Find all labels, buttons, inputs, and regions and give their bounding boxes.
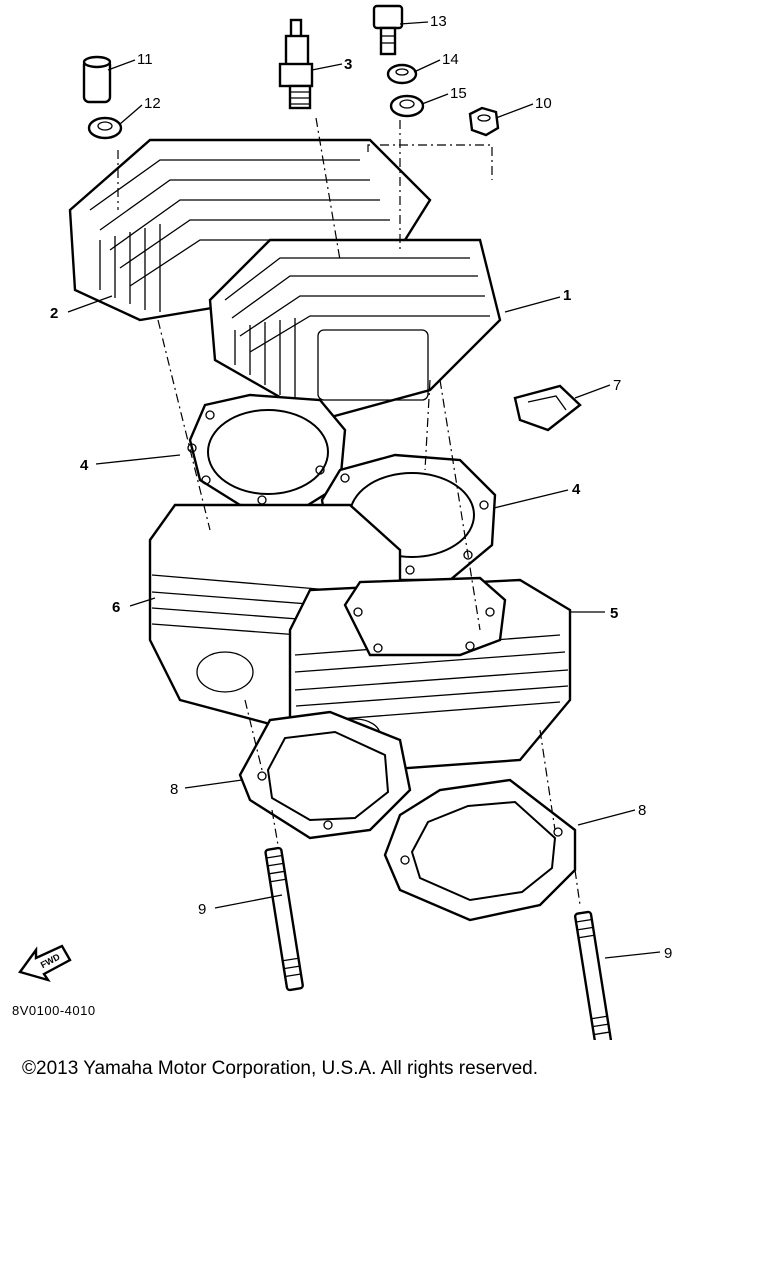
diagram-part-code: 8V0100-4010 [12,1003,96,1018]
callout-4-rear: 4 [80,457,89,474]
callout-2: 2 [50,305,58,322]
leader-lines [67,21,661,959]
part-15-washer [389,94,425,118]
callout-4-front: 4 [572,481,581,498]
part-3-spark-plug [278,18,314,110]
callout-10: 10 [535,95,552,112]
part-7-clip [513,384,582,432]
callout-7: 7 [613,377,621,394]
callout-11: 11 [137,51,153,68]
callout-9-right: 9 [664,945,672,962]
callout-9-left: 9 [198,901,206,918]
part-11-collar [82,55,112,104]
part-10-nut [468,106,500,137]
copyright-notice: ©2013 Yamaha Motor Corporation, U.S.A. A… [22,1058,538,1079]
callout-8-rear: 8 [170,781,178,798]
part-13-bolt [372,4,404,56]
part-9-stud-left [264,846,304,992]
callout-13: 13 [430,13,447,30]
part-14-lock-washer [386,63,418,85]
fwd-arrow-icon: FWD [18,944,72,983]
callout-12: 12 [144,95,161,112]
part-12-washer [87,116,123,140]
callout-1: 1 [563,287,571,304]
part-8-base-gasket-front [383,778,577,922]
part-5-cylinder [288,576,572,772]
callout-6: 6 [112,599,120,616]
part-9-stud-right [574,910,612,1040]
callout-5: 5 [610,605,618,622]
callout-8-front: 8 [638,802,646,819]
part-4-head-gasket-rear [187,393,347,512]
part-1-cylinder-head [208,238,502,422]
exploded-parts-diagram: 11 12 3 13 14 15 10 2 1 7 4 4 6 5 8 8 9 … [18,4,672,1040]
alignment-lines [117,117,581,906]
part-8-base-gasket-rear [238,710,412,840]
callout-15: 15 [450,85,467,102]
callout-14: 14 [442,51,459,68]
callout-3: 3 [344,56,352,73]
